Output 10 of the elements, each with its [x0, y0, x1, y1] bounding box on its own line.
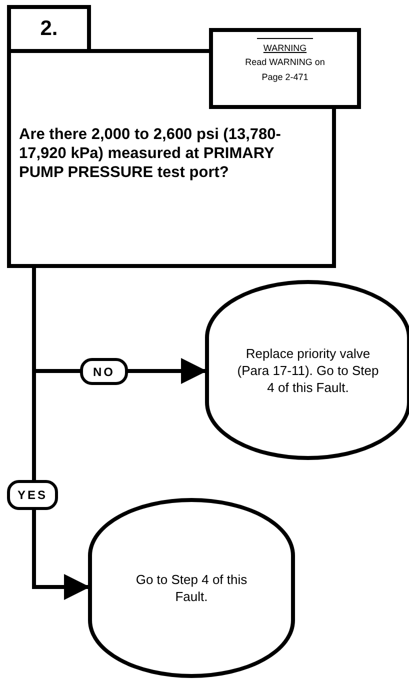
warning-heading: WARNING	[257, 38, 313, 55]
question-text: Are there 2,000 to 2,600 psi (13,780-17,920 kPa) measured at PRIMARY PUMP PRESSURE test port?	[19, 125, 282, 182]
step-number: 2.	[40, 17, 58, 41]
warning-box	[209, 28, 361, 109]
arrow	[32, 267, 90, 600]
edge-label: NO	[80, 358, 128, 385]
action-text: Replace priority valve (Para 17-11). Go to Step 4 of this Fault.	[236, 344, 380, 396]
edge-label: YES	[7, 480, 58, 510]
action-text: Go to Step 4 of this Fault.	[134, 571, 248, 605]
warning-text: Read WARNING on Page 2-471	[244, 56, 326, 84]
